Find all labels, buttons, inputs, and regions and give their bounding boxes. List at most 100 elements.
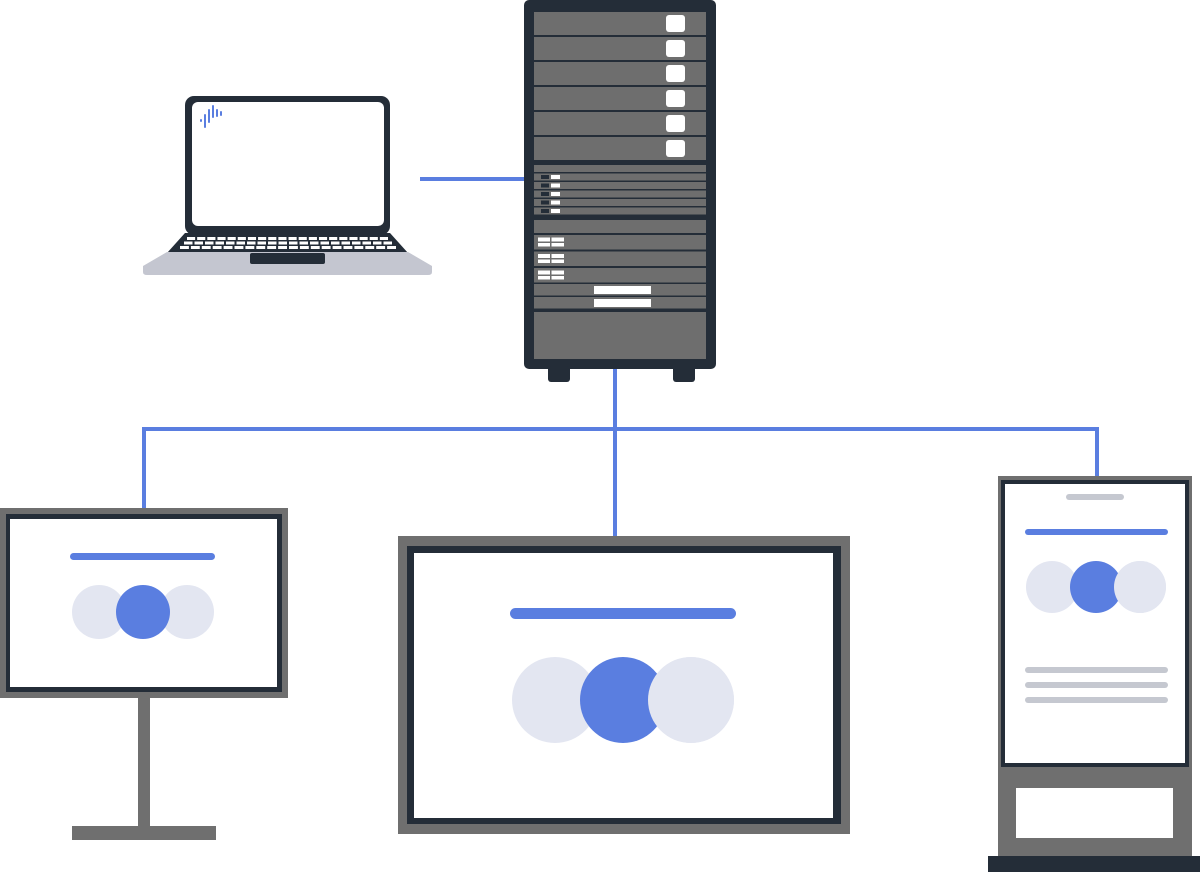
laptop-key xyxy=(349,237,358,240)
laptop-key xyxy=(383,241,392,245)
rack-port-unit xyxy=(534,268,706,283)
laptop-key xyxy=(258,237,267,240)
laptop-key xyxy=(256,246,266,249)
rack-drive-bay xyxy=(534,37,706,60)
rack-slot-led-dark xyxy=(541,209,549,213)
laptop-key xyxy=(184,241,193,245)
laptop-key xyxy=(288,237,297,240)
laptop-key xyxy=(289,241,298,245)
laptop-key xyxy=(278,241,287,245)
rack-port-unit xyxy=(534,251,706,266)
rack-blank-panel xyxy=(534,220,706,233)
rack-bottom-panel xyxy=(534,312,706,359)
kiosk-text-line-2 xyxy=(1025,682,1168,688)
laptop-key xyxy=(359,237,368,240)
laptop-key xyxy=(331,241,340,245)
laptop-key xyxy=(343,246,353,249)
rack-port-divider-v xyxy=(550,237,552,247)
laptop-key xyxy=(352,241,361,245)
laptop-key xyxy=(205,241,214,245)
laptop-key xyxy=(237,237,246,240)
rack-slot xyxy=(534,182,706,189)
kiosk-circle-right-overlap xyxy=(1114,561,1166,613)
laptop-icon xyxy=(143,96,432,275)
connector-bus xyxy=(142,427,1099,508)
monitor-icon xyxy=(0,508,288,840)
rack-slot-led xyxy=(551,183,560,188)
monitor-circle-right xyxy=(160,585,214,639)
server-rack-foot-left xyxy=(548,366,570,382)
laptop-key xyxy=(226,241,235,245)
laptop-key xyxy=(201,246,211,249)
laptop-key xyxy=(373,241,382,245)
rack-slot xyxy=(534,165,706,172)
rack-drive-indicator xyxy=(666,140,685,157)
rack-drive-slot xyxy=(594,286,651,294)
rack-drive-slot xyxy=(594,299,651,307)
monitor-stand-base xyxy=(72,826,216,840)
laptop-key xyxy=(289,246,298,249)
display-circle-left xyxy=(512,657,598,743)
laptop-key xyxy=(223,246,233,249)
laptop-key xyxy=(194,241,203,245)
kiosk-screen-top-bar xyxy=(1066,494,1124,500)
laptop-key xyxy=(227,237,236,240)
rack-drive-indicator xyxy=(666,15,685,32)
laptop-key xyxy=(298,237,307,240)
monitor-circle-left xyxy=(72,585,126,639)
rack-slot-led xyxy=(551,192,560,196)
laptop-key xyxy=(299,246,309,249)
laptop-key xyxy=(247,237,257,240)
rack-drive-indicator xyxy=(666,40,685,57)
rack-slot-led xyxy=(551,200,560,205)
laptop-key xyxy=(245,246,255,249)
monitor-circle-center xyxy=(116,585,170,639)
laptop-key xyxy=(217,237,226,240)
display-icon xyxy=(398,536,850,834)
kiosk-base xyxy=(988,856,1200,872)
laptop-key xyxy=(215,241,224,245)
rack-slot-led xyxy=(551,175,560,179)
server-rack-units xyxy=(534,12,706,359)
connectors xyxy=(142,177,1099,538)
laptop-key xyxy=(299,241,308,245)
rack-port-unit xyxy=(534,235,706,250)
laptop-key xyxy=(212,246,222,249)
kiosk-text-line-3 xyxy=(1025,697,1168,703)
rack-drive-indicator xyxy=(666,65,685,82)
rack-slot-led xyxy=(551,209,560,213)
rack-slot-led-dark xyxy=(541,175,549,179)
laptop-key xyxy=(387,246,396,249)
laptop-key xyxy=(268,241,277,245)
laptop-key xyxy=(267,246,277,249)
laptop-key xyxy=(234,246,244,249)
laptop-key xyxy=(339,237,348,240)
laptop-key xyxy=(354,246,364,249)
kiosk-circle-left xyxy=(1026,561,1078,613)
laptop-key xyxy=(236,241,245,245)
rack-slot-led-dark xyxy=(541,200,549,205)
kiosk-text-line-1 xyxy=(1025,667,1168,673)
laptop-key xyxy=(257,241,266,245)
display-circle-right-overlap xyxy=(648,657,734,743)
monitor-screen-title-bar xyxy=(70,553,215,560)
laptop-key xyxy=(187,237,196,240)
kiosk-lower-panel xyxy=(1016,788,1173,838)
laptop-key xyxy=(379,237,388,240)
rack-drive-bay xyxy=(534,62,706,85)
kiosk-circle-center xyxy=(1070,561,1122,613)
laptop-key xyxy=(278,237,287,240)
rack-slot xyxy=(534,199,706,206)
laptop-key xyxy=(190,246,200,249)
rack-drive-indicator xyxy=(666,90,685,107)
laptop-key xyxy=(332,246,342,249)
server-rack-icon xyxy=(524,0,716,382)
rack-slot xyxy=(534,207,706,215)
rack-slot-led-dark xyxy=(541,183,549,188)
rack-slot xyxy=(534,173,706,181)
laptop-key xyxy=(310,241,319,245)
rack-slot-led-dark xyxy=(541,192,549,196)
rack-slot xyxy=(534,190,706,198)
laptop-screen xyxy=(192,102,384,226)
